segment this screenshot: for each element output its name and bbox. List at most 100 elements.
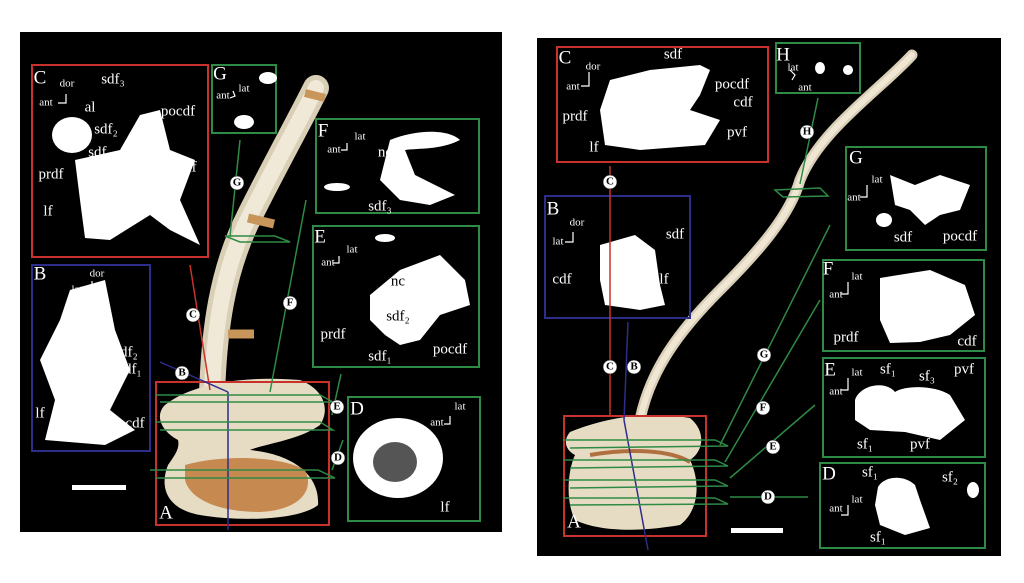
left-C-label: lf <box>43 203 53 220</box>
right-panel-G-letter: G <box>849 147 863 169</box>
right-C-label: pvf <box>727 124 747 141</box>
left-D-orient-lat: lat <box>454 400 466 413</box>
left-D-label: lf <box>440 499 450 516</box>
left-panel-G-letter: G <box>213 63 227 85</box>
right-G-label: sdf <box>893 229 913 246</box>
right-D-orient-ant: ant <box>829 502 843 515</box>
right-D-label: sf₁ <box>869 529 887 546</box>
right-C-label: sdf <box>663 46 683 63</box>
left-F-label: nc <box>377 144 393 161</box>
left-E-label: sdf₁ <box>368 348 392 365</box>
right-E-label: pvf <box>954 361 974 378</box>
left-section-marker: E <box>333 400 341 413</box>
left-E-orient-ant: ant <box>321 256 335 269</box>
right-E-orient-lat: lat <box>851 366 863 379</box>
left-B-label: cdf <box>125 415 145 432</box>
right-B-label: lf <box>659 271 669 288</box>
right-H-orient-ant: ant <box>798 81 812 94</box>
right-C-label: prdf <box>562 108 588 125</box>
right-panel-E-letter: E <box>824 359 836 381</box>
right-D-label: sf₁ <box>861 464 879 481</box>
right-panel-F-letter: F <box>822 258 834 280</box>
left-C-label: sdf₃ <box>101 71 125 88</box>
left-E-orient-lat: lat <box>346 243 358 256</box>
left-section-marker: C <box>189 308 197 321</box>
left-D-centrum-shade <box>373 442 417 482</box>
right-H-orient-lat: lat <box>787 61 799 74</box>
right-section-marker: C <box>606 360 614 373</box>
left-scale-bar <box>72 485 126 490</box>
left-C-label: al <box>84 99 96 116</box>
left-D-orient-ant: ant <box>430 416 444 429</box>
right-panel-B-letter: B <box>546 198 560 220</box>
left-panel-A-letter: A <box>159 502 173 524</box>
left-section-marker: B <box>178 366 186 379</box>
left-F-label: sdf₃ <box>368 198 392 215</box>
right-C-orient-ant: ant <box>566 80 580 93</box>
left-F-orient-lat: lat <box>354 130 366 143</box>
left-B-orient-lat: lat <box>71 283 83 296</box>
right-E-label: sf₃ <box>918 368 936 385</box>
right-F-label: prdf <box>833 329 859 346</box>
right-panel-boxes <box>544 42 987 549</box>
left-panel-D-letter: D <box>350 398 364 420</box>
right-panel-D-letter: D <box>822 463 836 485</box>
right-section-marker: C <box>606 175 614 188</box>
right-D-label: sf₂ <box>941 469 959 486</box>
right-scale-bar <box>731 528 783 533</box>
left-B-label: sdf₁ <box>118 361 142 378</box>
left-C-label: sdf₁ <box>88 144 112 161</box>
left-E-label: pocdf <box>432 341 468 358</box>
right-section-marker: D <box>764 490 772 503</box>
left-C-orient-dor: dor <box>59 77 75 90</box>
orientation-arrow-icons <box>58 69 868 516</box>
right-panel-C-letter: C <box>558 47 572 69</box>
left-section-images <box>40 72 470 498</box>
left-G-orient-lat: lat <box>238 82 250 95</box>
left-C-orient-ant: ant <box>39 96 53 109</box>
right-D-orient-lat: lat <box>851 493 863 506</box>
left-section-marker: G <box>232 176 242 189</box>
right-B-orient-dor: dor <box>569 216 585 229</box>
right-B-label: sdf <box>665 226 685 243</box>
right-E-label: pvf <box>910 436 930 453</box>
right-panel-A-letter: A <box>567 511 581 533</box>
left-panel-boxes <box>31 64 481 526</box>
right-F-orient-lat: lat <box>851 270 863 283</box>
left-G-orient-ant: ant <box>216 89 230 102</box>
right-F-orient-ant: ant <box>829 288 843 301</box>
left-F-orient-ant: ant <box>327 143 341 156</box>
left-E-label: nc <box>390 273 406 290</box>
left-E-label: prdf <box>320 326 346 343</box>
right-section-marker: H <box>802 125 812 138</box>
right-G-orient-lat: lat <box>871 173 883 186</box>
left-E-label: sdf₂ <box>386 308 410 325</box>
right-C-label: lf <box>589 139 599 156</box>
left-C-label: sdf₂ <box>94 121 118 138</box>
right-E-orient-ant: ant <box>829 385 843 398</box>
right-section-marker: F <box>759 401 767 414</box>
right-section-marker: E <box>769 440 777 453</box>
right-panel-H-letter: H <box>776 44 790 66</box>
right-B-orient-lat: lat <box>552 235 564 248</box>
left-section-marker: D <box>334 451 342 464</box>
left-C-label: pocdf <box>160 103 196 120</box>
right-G-label: pocdf <box>942 228 978 245</box>
right-G-orient-ant: ant <box>847 191 861 204</box>
right-C-orient-dor: dor <box>585 60 601 73</box>
right-B-label: cdf <box>552 271 572 288</box>
right-E-label: sf₁ <box>856 436 874 453</box>
left-panel-B-letter: B <box>33 263 47 285</box>
left-C-label: prdf <box>38 166 64 183</box>
right-E-label: sf₁ <box>879 361 897 378</box>
left-B-label: lf <box>35 405 45 422</box>
right-F-label: cdf <box>957 333 977 350</box>
right-C-label: pocdf <box>714 76 750 93</box>
left-B-orient-dor: dor <box>89 267 105 280</box>
left-specimen-render <box>159 75 329 519</box>
left-panel-F-letter: F <box>317 120 329 142</box>
right-section-images <box>600 62 979 535</box>
left-section-marker: F <box>286 296 294 309</box>
